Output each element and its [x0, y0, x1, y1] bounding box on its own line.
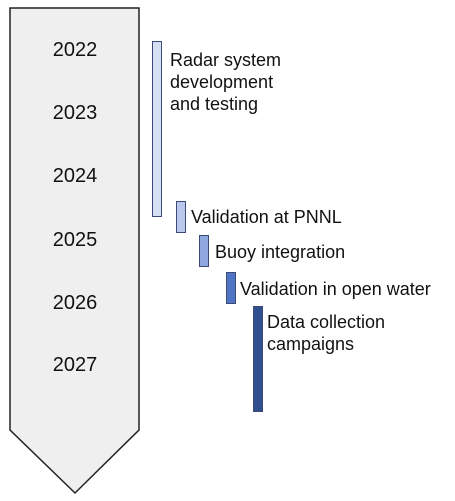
milestone-bar-buoy-integration: [199, 235, 209, 267]
milestone-label-radar-development: Radar system development and testing: [170, 50, 282, 114]
year-label-2024: 2024: [52, 165, 98, 187]
year-label-2026: 2026: [52, 292, 98, 314]
milestone-bar-validation-pnnl: [176, 201, 186, 233]
milestone-label-buoy-integration: Buoy integration: [215, 242, 346, 262]
milestone-label-validation-pnnl: Validation at PNNL: [191, 207, 342, 227]
year-label-2022: 2022: [52, 39, 98, 61]
milestone-label-validation-open-water: Validation in open water: [240, 279, 431, 299]
year-label-2027: 2027: [52, 354, 98, 376]
milestone-label-data-collection: Data collection campaigns: [267, 312, 386, 354]
milestone-bar-radar-development: [152, 41, 162, 217]
milestone-bar-data-collection: [253, 306, 263, 412]
milestone-bar-validation-open-water: [226, 272, 236, 304]
year-label-2023: 2023: [52, 102, 98, 124]
year-label-2025: 2025: [52, 229, 98, 251]
timeline-arrow-shape: [9, 7, 140, 495]
